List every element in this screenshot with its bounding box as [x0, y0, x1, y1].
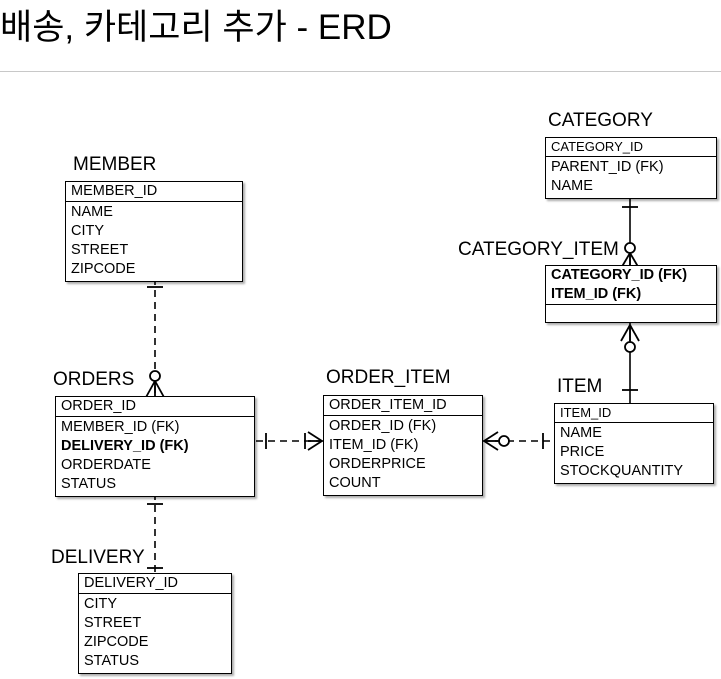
- entity-title-orders: ORDERS: [53, 369, 135, 390]
- category-attr-name: NAME: [551, 178, 593, 194]
- member-pk-section: MEMBER_ID: [66, 182, 242, 202]
- category-item-pk-category-id: CATEGORY_ID (FK): [551, 267, 688, 283]
- entity-delivery[interactable]: DELIVERY_ID CITY STREET ZIPCODE STATUS: [78, 573, 232, 674]
- erd-canvas: MEMBER MEMBER_ID NAME CITY STREET ZIPCOD…: [0, 73, 721, 679]
- entity-title-delivery: DELIVERY: [51, 547, 145, 568]
- delivery-pk-section: DELIVERY_ID: [79, 574, 231, 594]
- entity-title-category: CATEGORY: [548, 110, 653, 131]
- order-item-attribute-section: ORDER_ID (FK) ITEM_ID (FK) ORDERPRICE CO…: [324, 416, 482, 495]
- orders-pk-order-id: ORDER_ID: [61, 398, 136, 414]
- member-attr-city: CITY: [71, 223, 105, 239]
- member-attr-street: STREET: [71, 242, 129, 258]
- relationship-category-item-item: [620, 323, 640, 403]
- order-item-attr-order-id: ORDER_ID (FK): [329, 418, 437, 434]
- category-attribute-section: PARENT_ID (FK) NAME: [546, 157, 716, 198]
- relationship-order-item-item: [483, 431, 555, 451]
- delivery-attr-status: STATUS: [84, 653, 140, 669]
- orders-pk-section: ORDER_ID: [56, 397, 254, 417]
- order-item-attr-count: COUNT: [329, 475, 381, 491]
- entity-title-category-item: CATEGORY_ITEM: [458, 239, 619, 260]
- order-item-pk-order-item-id: ORDER_ITEM_ID: [329, 397, 447, 413]
- category-attr-parent-id: PARENT_ID (FK): [551, 159, 664, 175]
- item-attribute-section: NAME PRICE STOCKQUANTITY: [555, 423, 713, 483]
- item-attr-price: PRICE: [560, 444, 605, 460]
- delivery-attribute-section: CITY STREET ZIPCODE STATUS: [79, 594, 231, 673]
- entity-title-item: ITEM: [557, 376, 603, 397]
- relationship-orders-order-item: [256, 431, 323, 451]
- order-item-attr-item-id: ITEM_ID (FK): [329, 437, 419, 453]
- entity-item[interactable]: ITEM_ID NAME PRICE STOCKQUANTITY: [554, 403, 714, 484]
- entity-orders[interactable]: ORDER_ID MEMBER_ID (FK) DELIVERY_ID (FK)…: [55, 396, 255, 497]
- category-item-empty-row: [546, 306, 716, 320]
- delivery-pk-delivery-id: DELIVERY_ID: [84, 575, 179, 591]
- orders-attr-delivery-id: DELIVERY_ID (FK): [61, 438, 189, 454]
- delivery-attr-zipcode: ZIPCODE: [84, 634, 149, 650]
- title-divider: [0, 71, 721, 72]
- item-attr-name: NAME: [560, 425, 602, 441]
- entity-category-item[interactable]: CATEGORY_ID (FK) ITEM_ID (FK): [545, 265, 717, 323]
- member-attribute-section: NAME CITY STREET ZIPCODE: [66, 202, 242, 281]
- order-item-pk-section: ORDER_ITEM_ID: [324, 396, 482, 416]
- relationship-member-orders: [144, 278, 166, 403]
- order-item-attr-orderprice: ORDERPRICE: [329, 456, 426, 472]
- entity-category[interactable]: CATEGORY_ID PARENT_ID (FK) NAME: [545, 137, 717, 199]
- delivery-attr-street: STREET: [84, 615, 142, 631]
- entity-member[interactable]: MEMBER_ID NAME CITY STREET ZIPCODE: [65, 181, 243, 282]
- entity-order-item[interactable]: ORDER_ITEM_ID ORDER_ID (FK) ITEM_ID (FK)…: [323, 395, 483, 496]
- relationship-category-category-item: [619, 196, 641, 271]
- member-attr-name: NAME: [71, 204, 113, 220]
- page-title: 배송, 카테고리 추가 - ERD: [0, 8, 392, 47]
- orders-attr-status: STATUS: [61, 476, 117, 492]
- member-attr-zipcode: ZIPCODE: [71, 261, 136, 277]
- category-item-pk-item-id: ITEM_ID (FK): [551, 286, 642, 302]
- orders-attribute-section: MEMBER_ID (FK) DELIVERY_ID (FK) ORDERDAT…: [56, 417, 254, 496]
- entity-title-member: MEMBER: [73, 154, 157, 175]
- category-item-attribute-section: [546, 305, 716, 322]
- item-pk-section: ITEM_ID: [555, 404, 713, 423]
- item-attr-stockquantity: STOCKQUANTITY: [560, 463, 683, 479]
- entity-title-order-item: ORDER_ITEM: [326, 367, 451, 388]
- category-pk-category-id: CATEGORY_ID: [551, 139, 643, 154]
- member-pk-member-id: MEMBER_ID: [71, 183, 158, 199]
- orders-attr-orderdate: ORDERDATE: [61, 457, 151, 473]
- category-pk-section: CATEGORY_ID: [546, 138, 716, 157]
- delivery-attr-city: CITY: [84, 596, 118, 612]
- relationship-orders-delivery: [147, 493, 163, 579]
- orders-attr-member-id: MEMBER_ID (FK): [61, 419, 180, 435]
- category-item-pk-section: CATEGORY_ID (FK) ITEM_ID (FK): [546, 266, 716, 305]
- item-pk-item-id: ITEM_ID: [560, 405, 612, 420]
